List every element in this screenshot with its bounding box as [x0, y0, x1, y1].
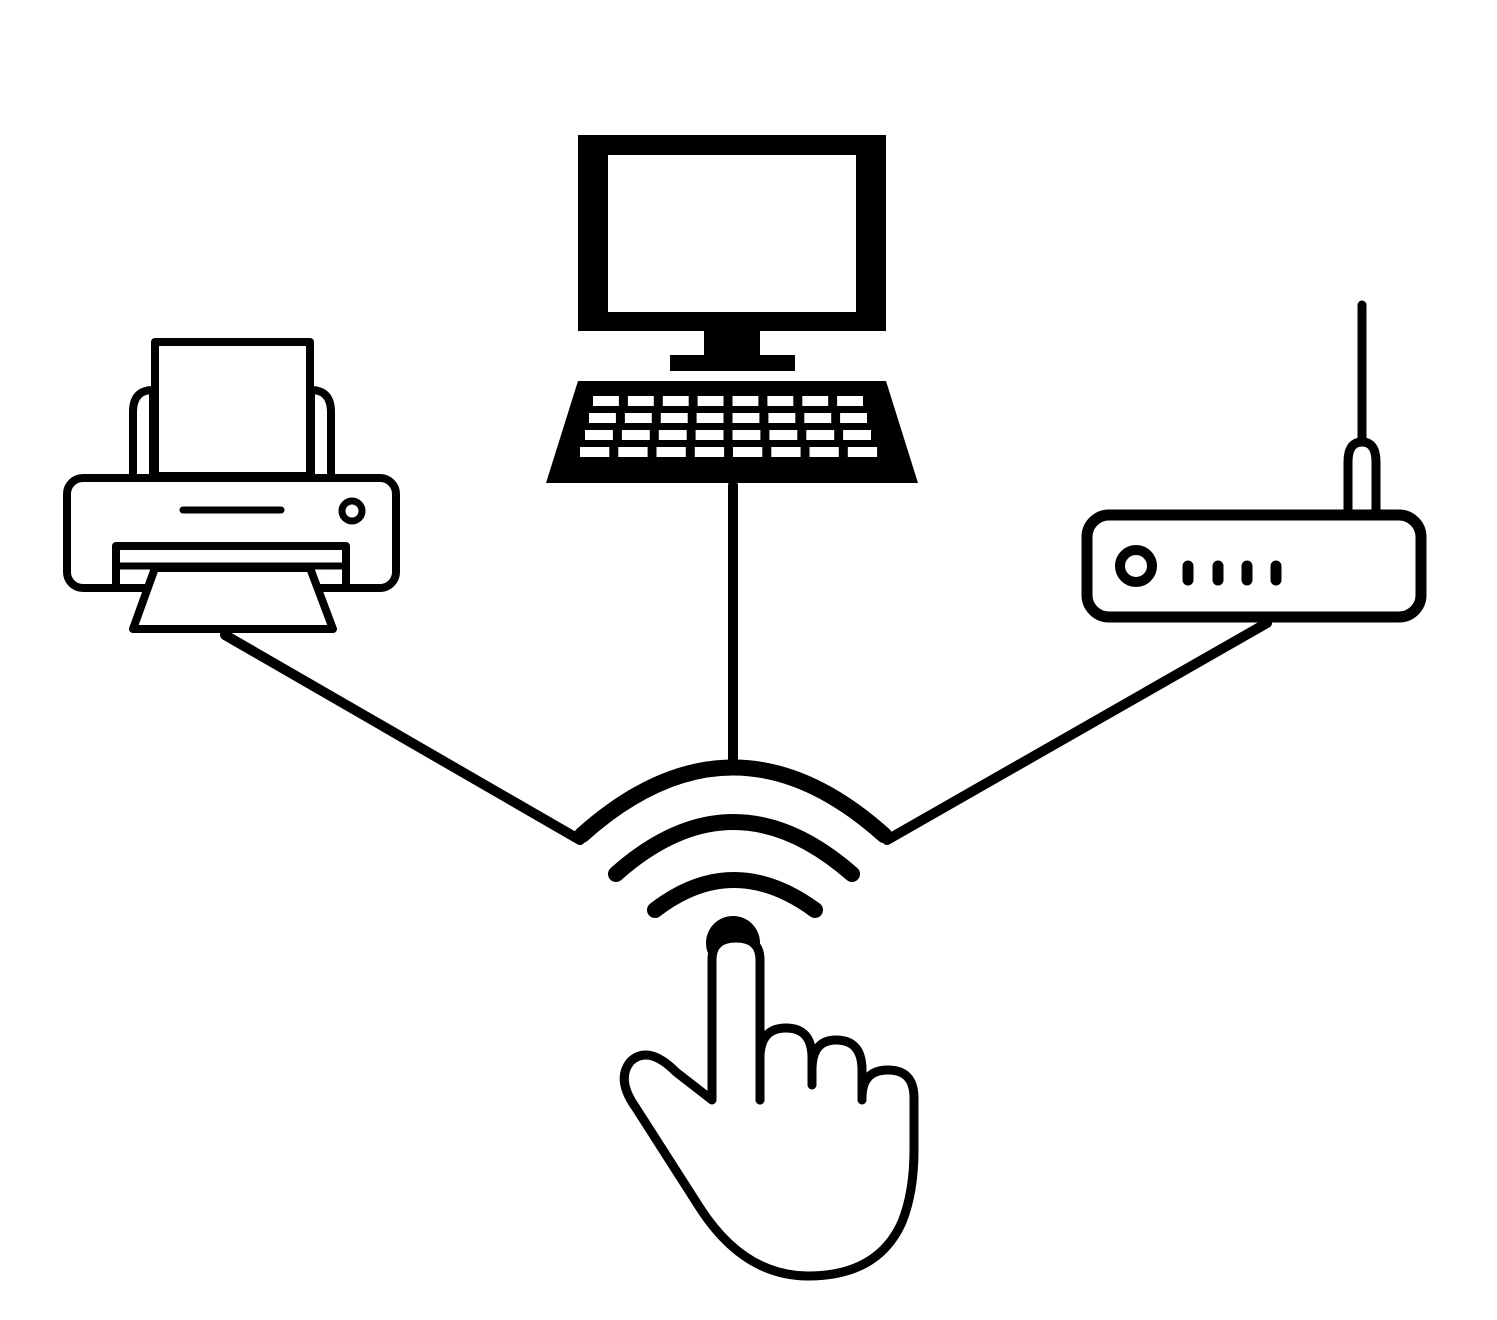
keyboard-key	[697, 396, 724, 406]
keyboard-key	[656, 447, 686, 457]
keyboard-key	[593, 396, 619, 406]
edge-touch-router	[882, 618, 1272, 845]
wireless-router-icon	[1081, 300, 1427, 623]
keyboard-key	[695, 430, 724, 440]
keyboard-key	[771, 447, 801, 457]
keyboard-key	[658, 430, 687, 440]
keyboard-key	[809, 447, 839, 457]
keyboard-key	[621, 430, 650, 440]
keyboard-key	[769, 430, 798, 440]
keyboard-key	[802, 396, 829, 406]
keyboard-key	[732, 430, 761, 440]
touch-hand-icon	[574, 759, 919, 1281]
keyboard-key	[694, 447, 725, 457]
keyboard-key	[804, 413, 832, 423]
edge-touch-printer	[220, 630, 585, 845]
keyboard-key	[843, 430, 871, 440]
keyboard-key	[660, 413, 688, 423]
keyboard-key	[662, 396, 689, 406]
connector-lines	[220, 480, 1272, 845]
keyboard-key	[585, 430, 613, 440]
keyboard-keys	[580, 396, 878, 457]
keyboard-key	[733, 447, 763, 457]
keyboard-key	[732, 413, 760, 423]
keyboard-key	[768, 413, 796, 423]
desktop-computer-icon	[546, 135, 918, 483]
keyboard-key	[840, 413, 867, 423]
keyboard-key	[806, 430, 835, 440]
keyboard-key	[732, 396, 759, 406]
keyboard-key	[627, 396, 654, 406]
keyboard-key	[618, 447, 648, 457]
signal-waves	[574, 759, 892, 918]
keyboard-key	[624, 413, 652, 423]
keyboard-key	[696, 413, 724, 423]
keyboard-key	[589, 413, 616, 423]
keyboard-key	[837, 396, 863, 406]
printer-icon	[63, 338, 400, 633]
keyboard-key	[767, 396, 794, 406]
keyboard-key	[847, 447, 878, 457]
keyboard-key	[580, 447, 610, 457]
